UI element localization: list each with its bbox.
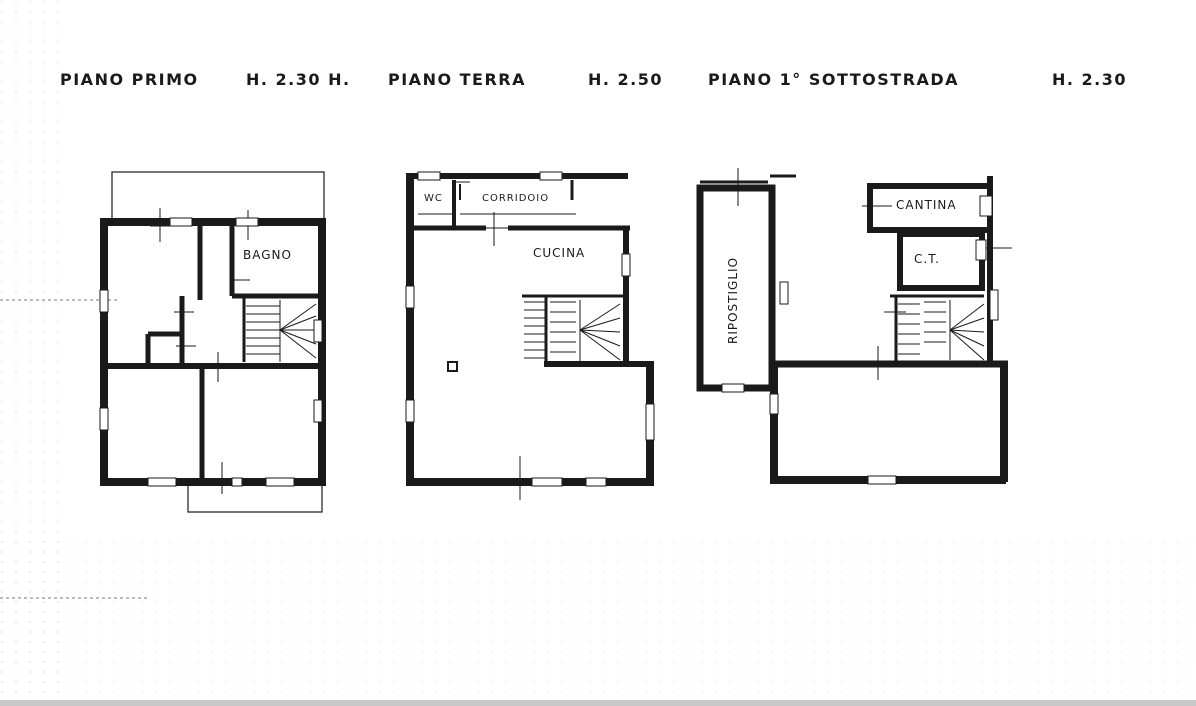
room-label-cucina: CUCINA [533,246,586,260]
plan-piano-sottostrada [696,168,1012,485]
plan-piano-terra [405,171,655,500]
bottom-border [0,700,1196,706]
grid-speckle-bottom [0,540,1196,700]
header-piano-primo-height: H. 2.30 H. [246,70,351,89]
header-piano-terra: PIANO TERRA [388,70,526,89]
room-label-corridoio: CORRIDOIO [482,193,550,204]
header-piano-primo: PIANO PRIMO [60,70,199,89]
header-piano-terra-height: H. 2.50 [588,70,664,89]
header-piano-sottostrada: PIANO 1° SOTTOSTRADA [708,70,960,89]
room-label-ripostiglio: RIPOSTIGLIO [726,256,740,344]
header-piano-sottostrada-height: H. 2.30 [1052,70,1128,89]
room-label-cantina: CANTINA [896,198,957,212]
room-label-ct: C.T. [914,252,940,266]
room-label-bagno: BAGNO [243,248,292,262]
plan-piano-primo [99,171,326,513]
room-label-wc: WC [424,193,443,204]
